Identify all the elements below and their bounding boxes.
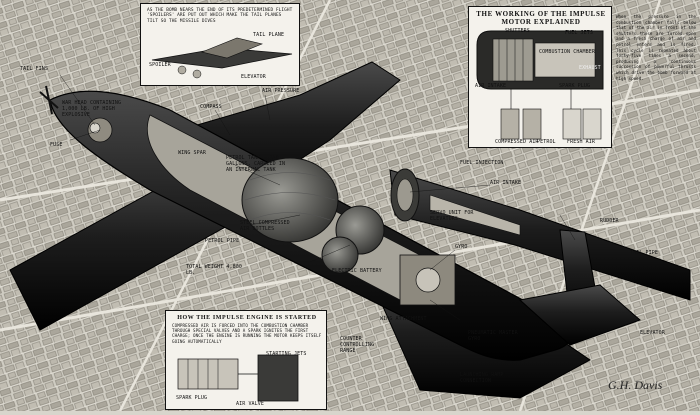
servo-callout: servo unit for elevators [430, 210, 474, 222]
leader-lines [59, 74, 576, 321]
engine-start-text: compressed air is forced into the combus… [172, 323, 322, 344]
impulse-engine-tube [389, 169, 691, 301]
fuel-jets-label: fuel jets [565, 30, 593, 36]
air-bottle [321, 236, 359, 274]
counter-callout: counter controlling range [340, 336, 375, 354]
tank-bands [244, 172, 336, 221]
impulse-motor-inset: the working of the impulse motor explain… [468, 6, 612, 148]
artist-signature: G.H. Davis [608, 378, 663, 392]
shutters-label: shutters [505, 28, 530, 34]
start-spark-plug-label: spark plug [176, 395, 208, 401]
petrol-tank [241, 157, 339, 243]
tail-plane [518, 284, 641, 346]
gyro-callout: gyro [455, 244, 468, 250]
engine-start-diagram [177, 354, 299, 402]
air-pressure-callout: air pressure [262, 88, 300, 94]
elevator-callout: elevator [640, 330, 665, 336]
elevator-label: elevator [241, 74, 266, 80]
tail-fins-callout: tail fins [20, 66, 48, 72]
petrol-tank-callout: petrol tank - 150 gallons, carried in an… [226, 155, 286, 173]
battery-callout: electric battery [332, 268, 382, 274]
spoiler-label: spoiler [149, 62, 171, 68]
compass-callout: compass [200, 104, 222, 110]
pneumatic-master-callout: pneumatic master gyro [468, 330, 518, 342]
tail-plane-label: tail plane [253, 32, 285, 38]
gyro [415, 267, 441, 293]
exhaust-label: exhaust [579, 65, 601, 71]
wing-attachment-callout: wing attachment [380, 316, 427, 322]
engine-start-inset: how the impulse engine is started compre… [165, 310, 327, 410]
nose-propeller [39, 85, 59, 115]
ramp-callout: launching ramp connection [460, 372, 504, 384]
fuel-injection-callout: fuel injection [460, 160, 504, 166]
air-bottles-callout: steel compressed air bottles [240, 220, 290, 232]
impulse-motor-title: the working of the impulse motor explain… [476, 10, 606, 26]
petrol-pipe-callout: petrol pipe [205, 238, 240, 244]
tail-pipe-callout: tail pipe [630, 250, 658, 256]
engine-cutaway [429, 194, 521, 236]
motor-explanation-text: When the pressure in the combustion cham… [616, 14, 696, 81]
engine-start-title: how the impulse engine is started [177, 315, 317, 321]
air-valve-label: air valve [236, 401, 264, 407]
warhead-callout: war head containing 1,000 lb. of high ex… [62, 100, 122, 118]
wing-spar-callout: wing spar [178, 150, 206, 156]
spoiler-diagram [151, 37, 293, 79]
rudder-callout: rudder [600, 218, 619, 224]
air-intake-label: air intake [475, 83, 507, 89]
spoiler-inset: as the bomb nears the end of its predete… [140, 3, 300, 86]
petrol-label: petrol [537, 139, 556, 145]
total-weight-callout: total weight 4,800 lb. [186, 264, 242, 276]
fuse-cap [89, 122, 101, 134]
spoiler-inset-text: as the bomb nears the end of its predete… [147, 8, 293, 24]
intake-shutters [396, 178, 414, 212]
combustion-chamber-label: combustion chamber [539, 49, 595, 55]
compressed-air-label: compressed air [495, 139, 539, 145]
fuse-callout: fuse [50, 142, 63, 148]
impulse-motor-diagram [476, 30, 604, 140]
starting-jets-label: starting jets [266, 351, 307, 357]
spark-plug-label: spark plug [559, 83, 591, 89]
air-intake-callout: air intake [490, 180, 522, 186]
fresh-air-label: fresh air [567, 139, 595, 145]
